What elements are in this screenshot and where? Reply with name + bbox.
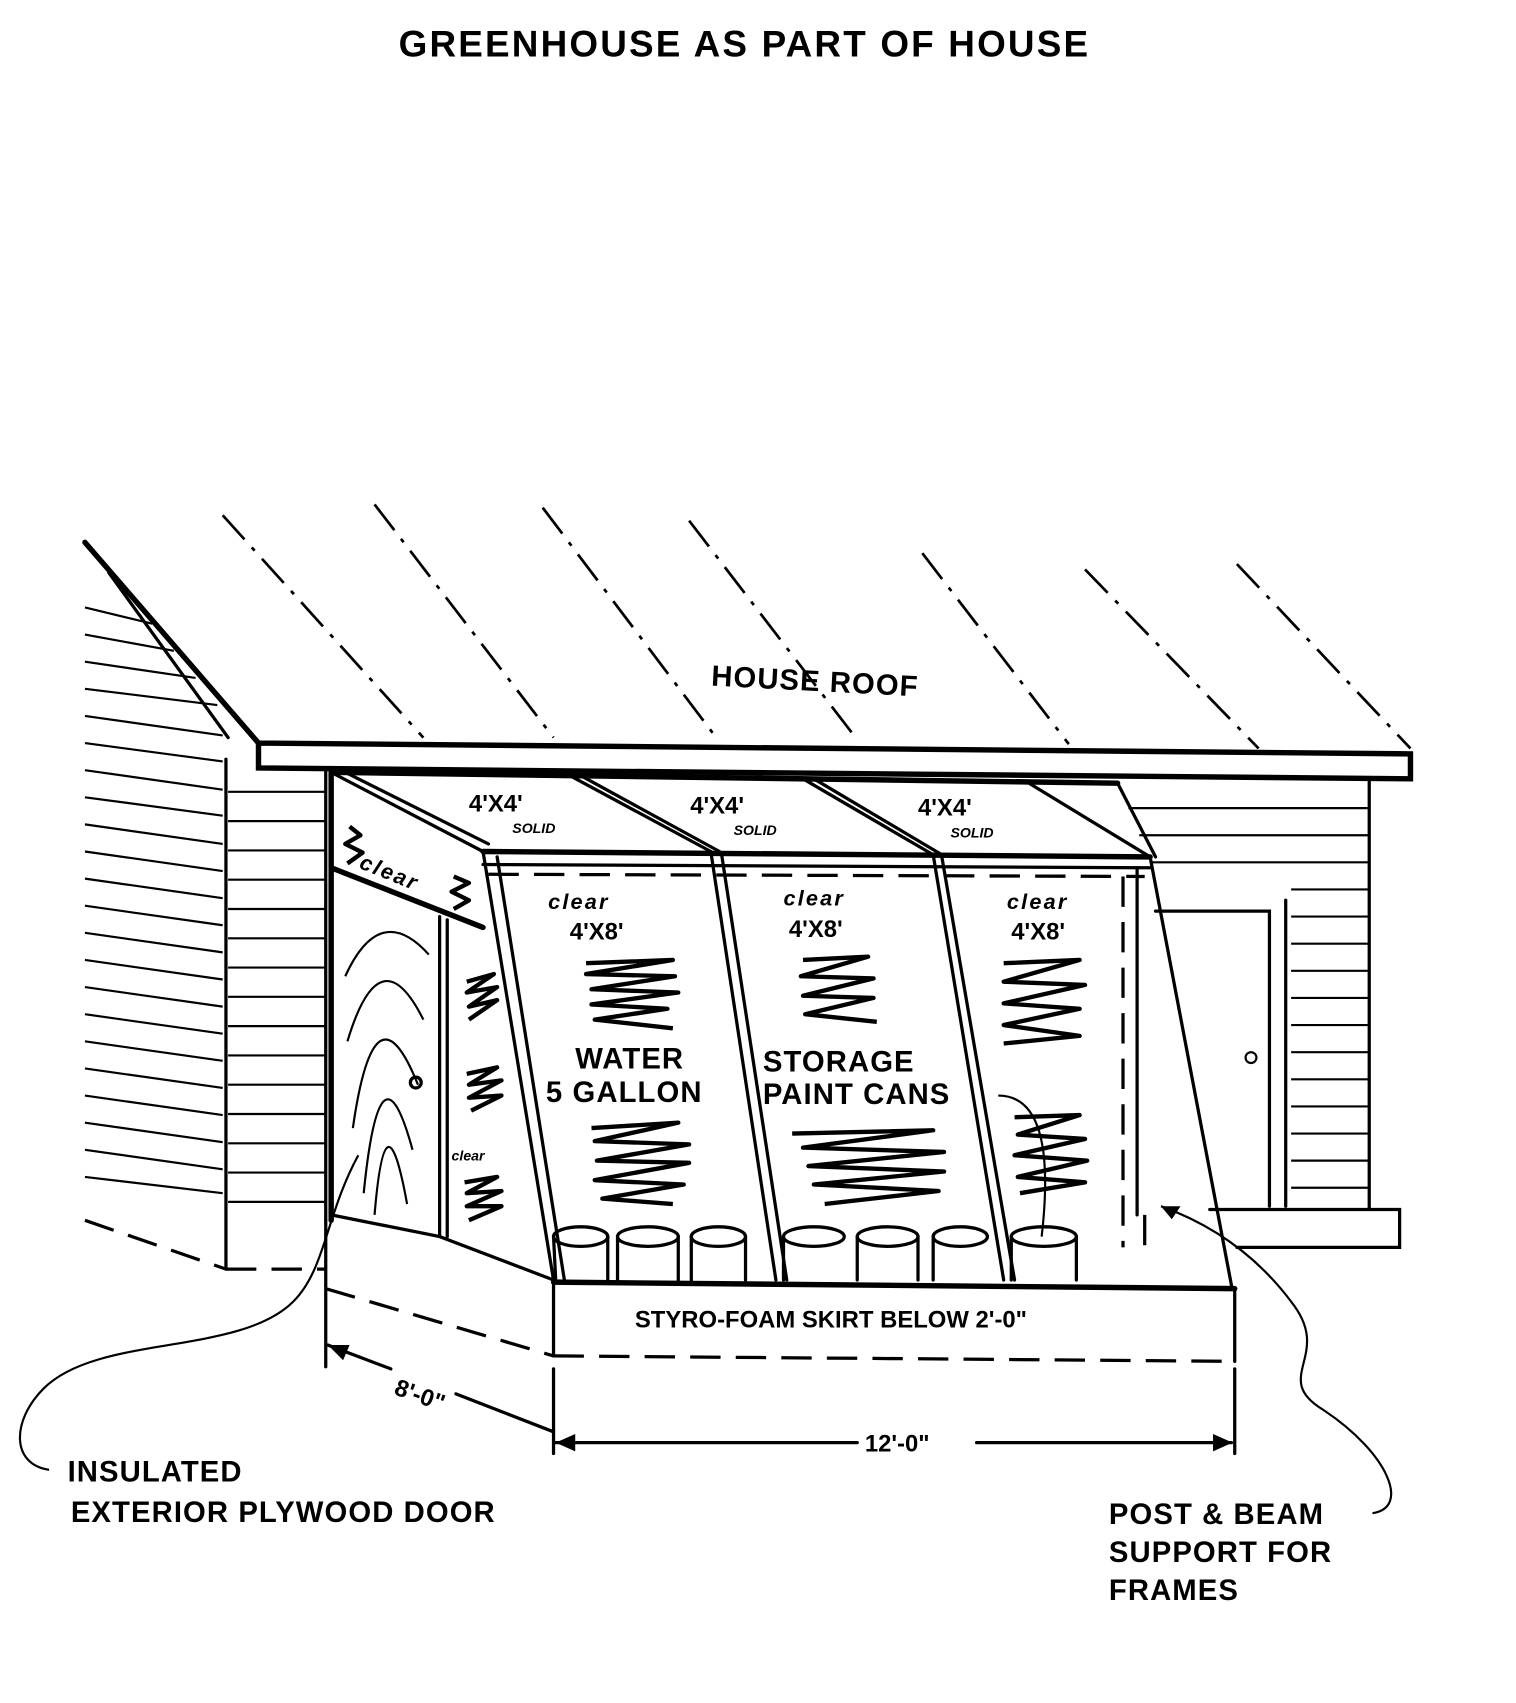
door-handle (408, 1075, 423, 1090)
post-callout-line3: FRAMES (1109, 1574, 1239, 1607)
door-callout-line1: INSULATED (68, 1456, 243, 1489)
front-panel-clear-1: clear (548, 889, 610, 914)
styrofoam-skirt (324, 1218, 1238, 1369)
door-knob (1244, 1051, 1258, 1065)
side-clear-label-low: clear (452, 1148, 486, 1164)
post-callout-line1: POST & BEAM (1109, 1498, 1324, 1531)
roof-panel-size-1: 4'X4' (469, 790, 523, 817)
front-panel-size-1: 4'X8' (570, 918, 624, 945)
water-can-scribbles (343, 824, 1090, 1237)
door-callout-line2: EXTERIOR PLYWOOD DOOR (71, 1496, 496, 1529)
greenhouse-roof (328, 769, 1158, 870)
diagram-title: GREENHOUSE AS PART OF HOUSE (399, 23, 1091, 64)
front-panel-size-2: 4'X8' (789, 916, 843, 943)
storage-label: STORAGE (763, 1046, 915, 1079)
roof-panel-solid-1: SOLID (512, 820, 555, 836)
right-house-wall (1128, 779, 1402, 1250)
paint-cans-label: PAINT CANS (763, 1078, 951, 1111)
front-panel-clear-2: clear (783, 886, 845, 911)
paint-cans (551, 1225, 1078, 1282)
roof-panel-solid-3: SOLID (951, 824, 994, 840)
front-glazing (481, 849, 1234, 1288)
post-callout-line2: SUPPORT FOR (1109, 1536, 1332, 1569)
dimension-lines (326, 1343, 1237, 1456)
water-capacity-label: 5 GALLON (546, 1076, 703, 1109)
front-panel-clear-3: clear (1007, 889, 1069, 914)
width-dimension: 12'-0" (865, 1430, 930, 1457)
roof-panel-size-3: 4'X4' (918, 795, 972, 822)
water-label: WATER (575, 1042, 684, 1075)
skirt-label: STYRO-FOAM SKIRT BELOW 2'-0" (635, 1307, 1027, 1334)
house-roof-label: HOUSE ROOF (710, 660, 919, 704)
house-door (1153, 898, 1288, 1208)
leader-lines (18, 1154, 1393, 1515)
roof-panel-solid-2: SOLID (734, 822, 777, 838)
front-panel-size-3: 4'X8' (1011, 918, 1065, 945)
side-wall (328, 769, 556, 1282)
depth-dimension: 8'-0" (391, 1374, 449, 1417)
plywood-door (344, 930, 430, 1215)
roof-panel-size-2: 4'X4' (690, 793, 744, 820)
left-house-wall (84, 606, 328, 1271)
house-roof (82, 503, 1414, 782)
